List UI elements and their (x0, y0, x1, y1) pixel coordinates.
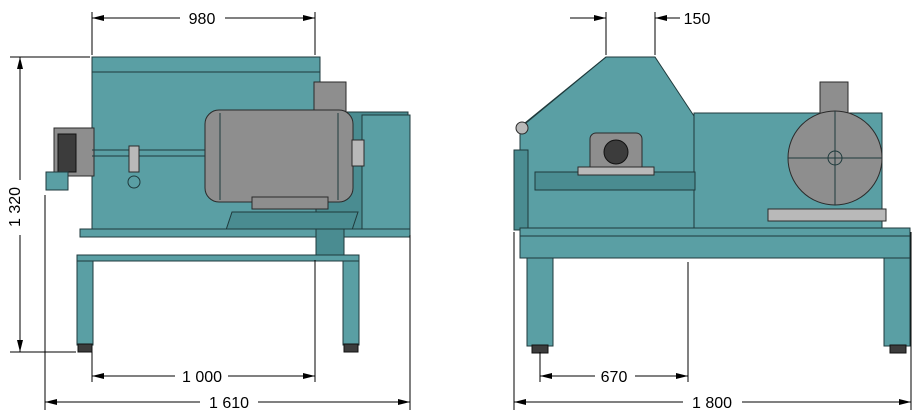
dim-980-label: 980 (189, 11, 216, 28)
side-leg-left (526, 257, 554, 347)
side-leg-right (883, 257, 911, 347)
side-bearing-base (577, 166, 655, 176)
dim-1000-label: 1 000 (182, 369, 222, 386)
dimension-lines: 980 1 320 1 000 1 610 150 (7, 11, 912, 412)
front-frame-block (315, 228, 345, 260)
motor-terminal-box (313, 81, 347, 115)
dim-670-label: 670 (601, 369, 628, 386)
front-frame-rail (76, 254, 360, 262)
front-view (45, 56, 411, 353)
front-gearbox-flange (57, 133, 77, 173)
front-motor-base (225, 211, 359, 231)
dim-1610-label: 1 610 (209, 395, 249, 412)
side-foot-left (531, 344, 549, 354)
side-foot-right (889, 344, 907, 354)
side-motor-base (767, 208, 887, 222)
side-frame (519, 227, 911, 259)
front-leg-left (76, 258, 94, 346)
front-foot-left (77, 343, 93, 353)
front-frame-top (79, 228, 411, 238)
front-bracket (45, 171, 69, 191)
front-leg-right (342, 258, 360, 346)
front-cover-plate (361, 114, 411, 231)
side-view (513, 56, 911, 354)
front-lever (128, 145, 140, 173)
side-motor-terminal-box (819, 81, 849, 117)
front-foot-right (343, 343, 359, 353)
dim-150-label: 150 (684, 11, 711, 28)
front-motor (204, 109, 354, 203)
front-motor-feet (251, 196, 329, 210)
dim-1800-label: 1 800 (692, 395, 732, 412)
dim-1320-label: 1 320 (7, 187, 24, 227)
side-left-guard (513, 149, 529, 231)
side-bearing-center (603, 139, 629, 165)
motor-shaft-end (351, 139, 365, 167)
side-pulley (515, 121, 529, 135)
